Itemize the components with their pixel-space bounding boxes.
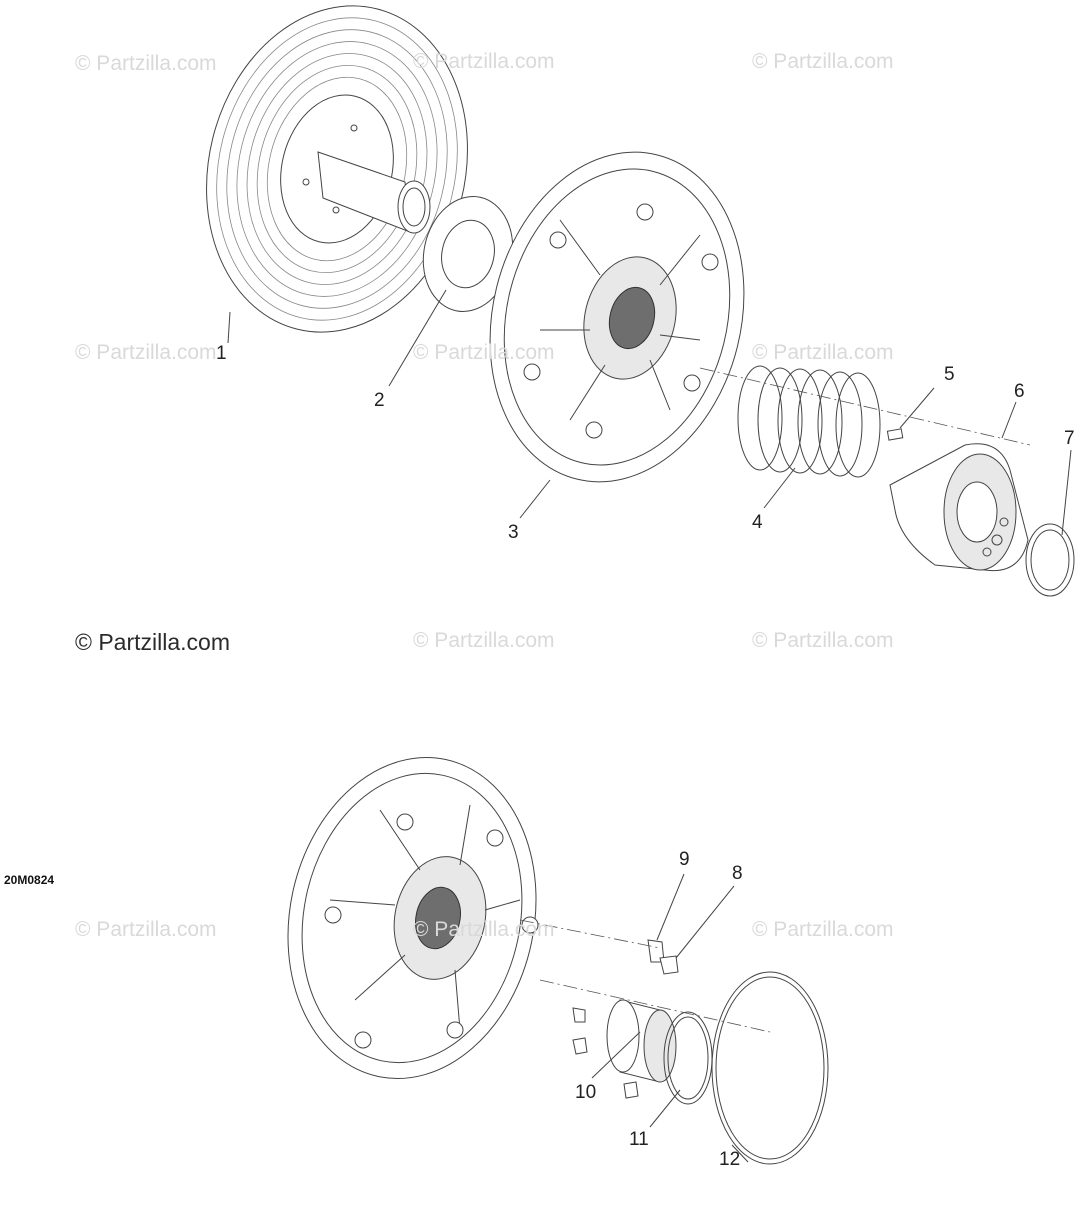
callout-12: 12 bbox=[719, 1149, 741, 1170]
watermark: © Partzilla.com bbox=[413, 629, 555, 652]
part-7-retaining-ring bbox=[1025, 523, 1075, 597]
callout-6: 6 bbox=[1014, 381, 1025, 402]
callout-10: 10 bbox=[575, 1082, 597, 1103]
part-lower-sheave bbox=[287, 757, 539, 1079]
callout-7: 7 bbox=[1064, 428, 1075, 449]
callout-1: 1 bbox=[216, 343, 227, 364]
part-6-cam bbox=[889, 443, 1029, 572]
watermark: © Partzilla.com bbox=[75, 341, 217, 364]
callout-5: 5 bbox=[944, 364, 955, 385]
watermark: © Partzilla.com bbox=[75, 52, 217, 75]
watermark: © Partzilla.com bbox=[413, 341, 555, 364]
watermark: © Partzilla.com bbox=[752, 50, 894, 73]
callout-2: 2 bbox=[374, 390, 385, 411]
part-10-bushing bbox=[606, 999, 677, 1083]
part-3-movable-sheave bbox=[489, 151, 745, 483]
watermark: © Partzilla.com bbox=[413, 50, 555, 73]
callout-11: 11 bbox=[629, 1129, 649, 1150]
callout-4: 4 bbox=[752, 512, 763, 533]
watermark: © Partzilla.com bbox=[752, 341, 894, 364]
part-5-slider bbox=[886, 428, 904, 441]
part-4-spring bbox=[737, 365, 881, 478]
watermark: © Partzilla.com bbox=[752, 629, 894, 652]
callout-9: 9 bbox=[679, 849, 690, 870]
part-1-fixed-sheave bbox=[206, 5, 468, 333]
callout-8: 8 bbox=[732, 863, 743, 884]
watermark-dark: © Partzilla.com bbox=[75, 629, 230, 655]
callout-3: 3 bbox=[508, 522, 519, 543]
part-8-insert bbox=[659, 955, 679, 975]
watermark: © Partzilla.com bbox=[413, 918, 555, 941]
figure-code: 20M0824 bbox=[4, 873, 55, 887]
part-12-large-ring bbox=[711, 971, 829, 1165]
watermark: © Partzilla.com bbox=[75, 918, 217, 941]
watermark: © Partzilla.com bbox=[752, 918, 894, 941]
leader-lines bbox=[227, 289, 1072, 1163]
